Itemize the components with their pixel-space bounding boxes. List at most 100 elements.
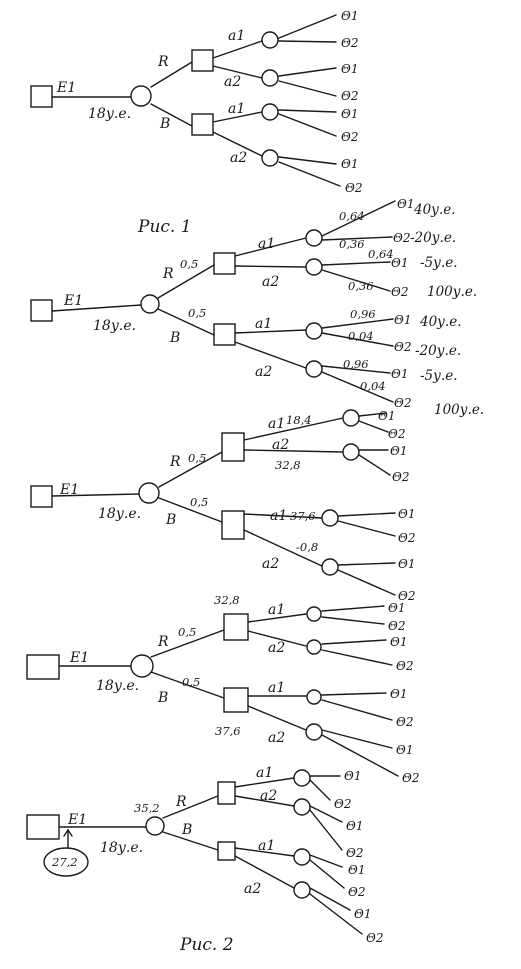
branch-label-b: B (165, 512, 176, 528)
state-label: Θ1 (390, 687, 407, 701)
branch-label-a1: a1 (228, 101, 245, 117)
probability-label: 0,96 (350, 307, 376, 321)
tree-5: 27,2 E1 18у.е. 35,2 R B a1 a2 a1 a2 Θ1 Θ… (26, 765, 383, 955)
chance-node (306, 639, 322, 655)
cost-label: 18у.е. (88, 106, 131, 122)
probability-label: 0,5 (178, 625, 196, 639)
state-label: Θ2 (346, 846, 363, 860)
state-label: Θ2 (366, 931, 383, 945)
state-label: Θ2 (398, 589, 415, 603)
probability-label: 0,04 (348, 329, 374, 343)
tree-3: E1 18у.е. R 0,5 B 0,5 a1 18,4 a2 32,8 a1… (30, 409, 415, 603)
decision-node (223, 687, 249, 713)
chance-node (305, 723, 323, 741)
expected-value-label: 37,6 (290, 509, 316, 523)
state-label: Θ2 (348, 885, 365, 899)
branch-label-b: B (157, 690, 168, 706)
branch-label-a2: a2 (262, 556, 279, 572)
chance-node (138, 482, 160, 504)
branch-label-b: B (169, 330, 180, 346)
chance-node (342, 443, 360, 461)
probability-label: 0,5 (188, 306, 206, 320)
chance-node (306, 689, 322, 705)
cost-label: 18у.е. (100, 840, 143, 856)
decision-node (213, 252, 236, 275)
state-label: Θ2 (393, 231, 410, 245)
branch-label-a2: a2 (272, 437, 289, 453)
probability-label: 0,96 (343, 357, 369, 371)
state-label: Θ1 (341, 107, 358, 121)
branch-label-a1: a1 (268, 602, 285, 618)
chance-node (293, 798, 311, 816)
state-label: Θ2 (334, 797, 351, 811)
chance-node (140, 294, 160, 314)
payoff-label: -20у.е. (410, 230, 456, 246)
branch-label-a2: a2 (260, 788, 277, 804)
payoff-label: 100у.е. (427, 284, 477, 300)
branch-label-a1: a1 (258, 838, 275, 854)
decision-node (221, 432, 245, 462)
chance-node (293, 769, 311, 787)
branch-label-r: R (175, 794, 187, 810)
state-label: Θ1 (354, 907, 371, 921)
branch-label-a2: a2 (255, 364, 272, 380)
decision-node (217, 781, 236, 805)
branch-label-e1: E1 (59, 482, 79, 498)
branch-label-e1: E1 (69, 650, 89, 666)
branch-label-a1: a1 (256, 765, 273, 781)
result-label: 27,2 (51, 855, 78, 869)
payoff-label: 100у.е. (434, 402, 484, 418)
result-circle (43, 847, 89, 877)
branch-label-a2: a2 (244, 881, 261, 897)
state-label: Θ1 (348, 863, 365, 877)
chance-node (293, 881, 311, 899)
state-label: Θ2 (341, 36, 358, 50)
branch-label-a2: a2 (224, 74, 241, 90)
caption-1: Рис. 1 (137, 217, 192, 237)
probability-label: 0,36 (348, 279, 374, 293)
state-label: Θ1 (388, 601, 405, 615)
probability-label: 0,04 (360, 379, 386, 393)
branch-label-a2: a2 (230, 150, 247, 166)
decision-node (223, 613, 249, 641)
decision-node (191, 113, 214, 136)
decision-node (30, 299, 53, 322)
cost-label: 18у.е. (98, 506, 141, 522)
chance-node (342, 409, 360, 427)
payoff-label: -5у.е. (420, 255, 458, 271)
decision-node (217, 841, 236, 861)
branch-label-e1: E1 (63, 293, 83, 309)
decision-node (30, 85, 53, 108)
chance-node (305, 229, 323, 247)
decision-node (221, 510, 245, 540)
chance-node (261, 149, 279, 167)
state-label: Θ2 (394, 396, 411, 410)
decision-node (30, 485, 53, 508)
chance-node (321, 558, 339, 576)
branch-label-r: R (169, 454, 181, 470)
payoff-label: 40у.е. (419, 314, 462, 330)
expected-value-label: 32,8 (275, 458, 301, 472)
branch-label-a1: a1 (270, 508, 287, 524)
state-label: Θ2 (402, 771, 419, 785)
branch-label-r: R (157, 54, 169, 70)
chance-node (321, 509, 339, 527)
cost-label: 18у.е. (93, 318, 136, 334)
branch-label-b: B (181, 822, 192, 838)
state-label: Θ1 (344, 769, 361, 783)
branch-label-a1: a1 (255, 316, 272, 332)
probability-label: 0,64 (339, 209, 365, 223)
decision-node (26, 814, 60, 840)
state-label: Θ1 (390, 635, 407, 649)
state-label: Θ1 (341, 9, 358, 23)
state-label: Θ1 (341, 157, 358, 171)
state-label: Θ1 (391, 367, 408, 381)
chance-node (261, 103, 279, 121)
state-label: Θ1 (390, 444, 407, 458)
decision-value-label: 37,6 (215, 724, 241, 738)
branch-label-a1: a1 (228, 28, 245, 44)
state-label: Θ2 (341, 130, 358, 144)
probability-label: 0,5 (188, 451, 206, 465)
